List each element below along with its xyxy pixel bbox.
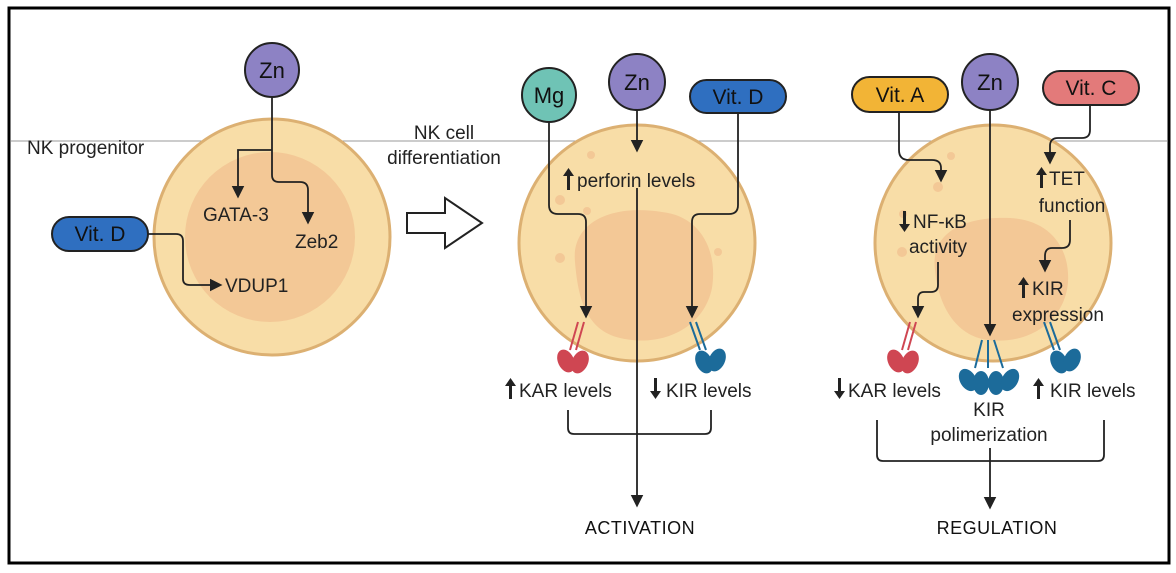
arrow-to-zeb2 xyxy=(271,150,315,225)
zn-label-1: Zn xyxy=(259,58,285,83)
up-arrow-perforin xyxy=(563,168,574,190)
differentiation-transition: NK cell differentiation xyxy=(387,123,501,250)
gata3-label: GATA-3 xyxy=(203,205,269,226)
granule xyxy=(699,292,707,300)
panel-nk-progenitor: NK progenitor Zn GATA-3 Zeb2 VDUP1 Vit. … xyxy=(27,42,392,357)
vit-a-arrow xyxy=(898,112,948,183)
activation-label: ACTIVATION xyxy=(585,518,695,538)
vit-c-pill xyxy=(1042,70,1140,106)
vit-c-arrow xyxy=(1043,105,1091,165)
panel-activation: Mg Zn perforin levels Vit. D KAR levels xyxy=(505,53,787,538)
vit-d-pill-1 xyxy=(51,216,149,252)
zeb2-label: Zeb2 xyxy=(295,232,338,253)
vit-c-label: Vit. C xyxy=(1066,77,1117,100)
kir-expression-line2: expression xyxy=(1012,305,1104,326)
kar-receptor-2 xyxy=(557,321,589,374)
nk-cell-2-nucleus xyxy=(574,210,714,341)
granule xyxy=(555,195,565,205)
zn-node-2 xyxy=(608,53,666,111)
vit-d-label-1: Vit. D xyxy=(75,223,126,246)
zn-node-1 xyxy=(244,42,300,98)
nk-cell-3-nucleus xyxy=(934,217,1069,341)
tet-label-line1: TET xyxy=(1049,169,1085,190)
kir-receptor-2 xyxy=(689,321,726,374)
kir-polymer-cluster xyxy=(958,339,1020,395)
tet-label-line2: function xyxy=(1039,196,1106,217)
nfkb-label-line1: NF-κB xyxy=(913,212,967,233)
zn-label-2: Zn xyxy=(624,70,650,95)
kar-levels-label-2: KAR levels xyxy=(519,381,612,402)
down-arrow-nfkb xyxy=(899,211,910,232)
kir-levels-label-2: KIR levels xyxy=(666,381,752,402)
arrow-to-gata3 xyxy=(231,149,272,199)
mg-node xyxy=(521,67,577,123)
granule xyxy=(897,247,907,257)
up-arrow-tet xyxy=(1036,167,1047,188)
granule xyxy=(688,178,696,186)
granule xyxy=(947,152,955,160)
zn-node-3 xyxy=(961,53,1019,111)
vit-d-label-2: Vit. D xyxy=(713,86,764,109)
vdup1-label: VDUP1 xyxy=(225,276,288,297)
vit-d-arrow-2 xyxy=(685,110,739,319)
kir-poly-line1: KIR xyxy=(973,400,1005,421)
perforin-label: perforin levels xyxy=(577,171,695,192)
tet-to-kir-arrow xyxy=(1038,220,1071,273)
panel1-title: NK progenitor xyxy=(27,138,145,159)
hollow-right-arrow xyxy=(406,196,484,250)
down-arrow-kir xyxy=(650,378,661,399)
arrow-to-vdup1 xyxy=(148,233,223,292)
regulation-label: REGULATION xyxy=(937,518,1058,538)
differentiation-line2: differentiation xyxy=(387,148,501,169)
granule xyxy=(587,151,595,159)
granule xyxy=(714,248,722,256)
kir-expression-line1: KIR xyxy=(1032,279,1064,300)
nfkb-to-kar-arrow xyxy=(911,262,939,319)
vit-a-pill xyxy=(851,76,949,113)
kar-receptor-3 xyxy=(887,321,919,374)
vit-d-pill-2 xyxy=(689,79,787,114)
kir-poly-line2: polimerization xyxy=(930,425,1047,446)
granule xyxy=(933,182,943,192)
mg-arrow xyxy=(548,122,593,319)
activation-bracket xyxy=(567,410,712,435)
up-arrow-kir-expression xyxy=(1018,277,1029,298)
granule xyxy=(583,207,591,215)
up-arrow-kir-3 xyxy=(1033,378,1044,399)
progenitor-nucleus xyxy=(185,152,355,322)
zn-label-3: Zn xyxy=(977,70,1003,95)
nfkb-label-line2: activity xyxy=(909,237,968,258)
vit-a-label: Vit. A xyxy=(876,84,925,107)
mg-label: Mg xyxy=(534,83,565,108)
kir-levels-label-3: KIR levels xyxy=(1050,381,1136,402)
granule xyxy=(555,253,565,263)
kir-receptor-3 xyxy=(1043,321,1081,374)
down-arrow-kar-3 xyxy=(834,378,845,399)
differentiation-line1: NK cell xyxy=(414,123,474,144)
kar-levels-label-3: KAR levels xyxy=(848,381,941,402)
panel-regulation: Vit. A NF-κB activity Zn Vit. C TET func… xyxy=(834,53,1140,538)
up-arrow-kar xyxy=(505,378,516,399)
